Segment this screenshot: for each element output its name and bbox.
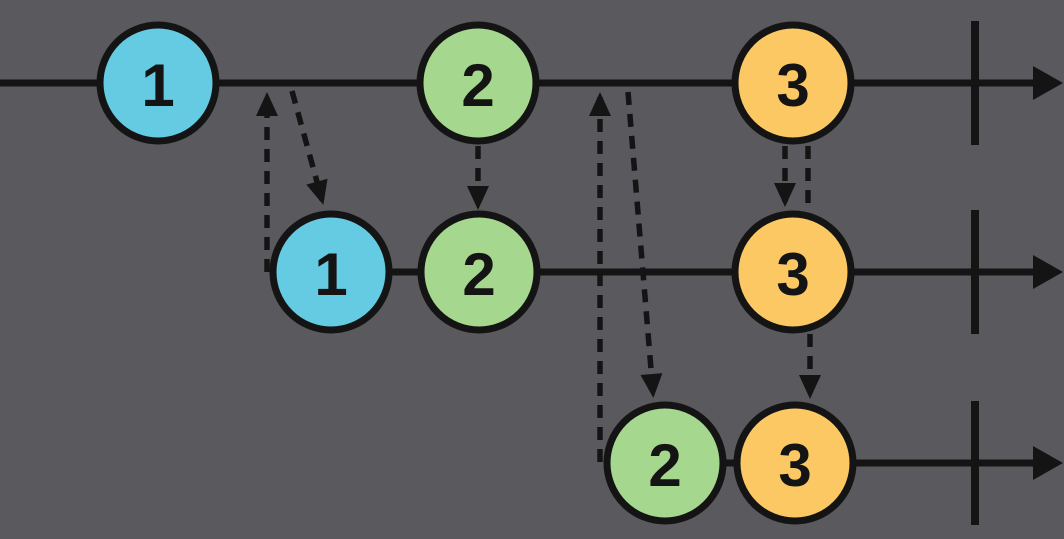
timeline-arrowhead-icon (1033, 66, 1063, 100)
event-label: 2 (462, 241, 495, 308)
event-label: 2 (648, 432, 681, 499)
event-node-2 (417, 210, 541, 334)
event-node-3 (731, 21, 855, 145)
event-label: 2 (461, 52, 494, 119)
event-node-2 (603, 401, 727, 525)
timeline-arrowhead-icon (1033, 446, 1063, 480)
emit-arrow-2-to-inner-2 (625, 91, 663, 398)
event-label: 1 (314, 241, 347, 308)
event-node-3 (731, 210, 855, 334)
event-label: 3 (778, 432, 811, 499)
event-node-1 (96, 21, 220, 145)
timeline-arrowhead-icon (1033, 255, 1063, 289)
event-node-1 (269, 210, 393, 334)
emit-arrow-1-to-inner-1 (289, 90, 328, 205)
event-label: 3 (776, 52, 809, 119)
event-node-3 (733, 401, 857, 525)
timeline-source-events: 1 2 3 (96, 21, 855, 145)
event-label: 1 (141, 52, 174, 119)
event-label: 3 (776, 241, 809, 308)
event-node-2 (416, 21, 540, 145)
timeline-inner-1-events: 1 2 3 (269, 210, 855, 334)
